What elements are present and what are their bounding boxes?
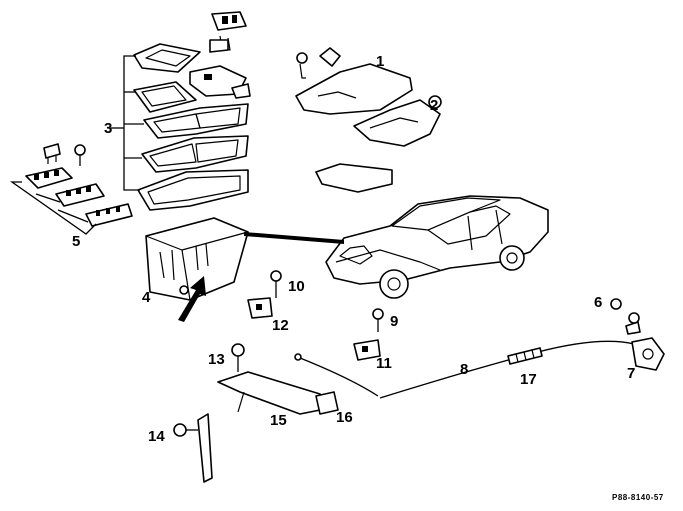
callout-17: 17 [520,371,537,388]
cover-1 [295,47,413,115]
gasket-frames [133,81,249,211]
relay-clips [25,143,133,227]
bracket-11 [353,339,381,361]
callout-13: 13 [208,351,225,368]
cover-2 [353,95,442,147]
callout-2: 2 [430,97,438,114]
cable-end-7 [625,321,665,371]
group-bracket-5 [9,181,97,235]
latch-16 [315,391,339,415]
cable-sleeve-17 [507,347,543,365]
callout-8: 8 [460,361,468,378]
bolt-9 [372,308,384,332]
support-15 [217,371,331,415]
callout-7: 7 [627,365,635,382]
relay-box-4 [145,217,249,301]
nut-6 [610,298,640,324]
cover-plate [315,163,393,193]
location-arrow [178,276,206,322]
group-bracket-3 [110,55,144,191]
tray-upper [133,43,251,99]
connector-top [209,11,247,53]
bracket-12 [247,297,273,319]
callout-16: 16 [336,409,353,426]
callout-11: 11 [376,355,392,372]
callout-10: 10 [288,278,305,295]
callout-1: 1 [376,53,384,70]
callout-9: 9 [390,313,398,330]
callout-6: 6 [594,294,602,311]
car-pointer-line [244,232,344,244]
callout-15: 15 [270,412,287,429]
bolt-14 [173,423,198,437]
callout-12: 12 [272,317,289,334]
car-illustration [325,195,549,299]
callout-4: 4 [142,289,151,306]
bolt-13 [231,343,245,372]
figure-code: P88-8140-57 [612,493,664,502]
callout-3: 3 [104,120,112,137]
callout-14: 14 [148,428,165,445]
bolt-10 [270,270,282,298]
callout-5: 5 [72,233,80,250]
lever-14 [197,413,213,483]
